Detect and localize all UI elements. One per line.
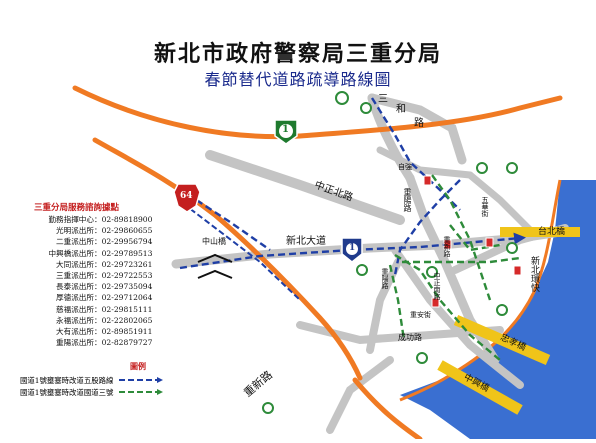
road-zhengyi-north [205,150,405,225]
legend-swatch-green [119,389,164,395]
label-chenggong: 成功路 [398,333,422,342]
shield-national-1-mid-number: 1 [349,243,356,253]
route-64 [92,137,363,381]
label-wuhua: 五華街 [481,196,489,217]
station-phone: 02-29712064 [101,293,153,303]
station-phone: 02-29860655 [101,226,153,236]
service-point-row: 永福派出所：02-22802065 [20,315,152,326]
station-phone: 02-89851911 [101,327,153,337]
label-chongxin-small: 重新路 [443,236,451,257]
station-name: 勤務指揮中心 [48,215,94,224]
service-point-row: 大有派出所：02-89851911 [20,326,152,337]
label-sanhe-1: 三 [378,94,388,105]
bridges [437,227,580,415]
station-name: 光明派出所 [56,226,94,236]
zhongshan-bridge-marks [197,253,233,279]
station-phone: 02-29722553 [101,271,153,281]
service-point-row: 光明派出所：02-29860655 [20,225,152,236]
legend-label: 國道1號壅塞時改道國道三號 [20,387,114,397]
road-diag-b [366,258,402,354]
label-chongyang-lower: 重陽路 [381,268,389,289]
label-sanhe-3: 路 [414,118,424,129]
page-subtitle: 春節替代道路疏導路線圖 [204,70,392,89]
road-ring [367,93,467,165]
label-taipei-bridge: 台北橋 [538,227,566,237]
river [400,180,596,439]
station-phone: 02-82879727 [101,338,153,348]
road-zizhen [376,146,474,179]
station-name: 長泰派出所 [56,282,94,292]
bridge-zhongxing [437,360,523,415]
highways [72,85,563,442]
shield-national-1-mid [341,237,363,263]
road-chongxin-low [326,356,394,434]
service-point-row: 二重派出所：02-29956794 [20,236,152,247]
police-station-icon [423,175,522,308]
service-point-row: 厚德派出所：02-29712064 [20,292,152,303]
legend-heading: 圖例 [130,361,146,371]
shield-national-1-top [274,119,298,145]
station-phone: 02-29956794 [101,237,153,247]
label-sanhe-2: 和 [396,104,406,115]
label-xinbei-blvd: 新北大道 [286,236,326,247]
shield-national-1-top-number: 1 [282,124,289,135]
shield-route-64 [173,183,201,213]
station-phone: 02-29735094 [101,282,153,292]
label-zhongzheng-south: 中正南路 [433,272,441,300]
legend-label: 國道1號壅塞時改道五股路線 [20,375,114,385]
service-point-row: 重陽派出所：02-82879727 [20,337,152,348]
label-zizhen: 自強 [398,163,412,171]
legend-row-blue: 國道1號壅塞時改道五股路線 [20,374,165,386]
service-point-row: 慈福派出所：02-29815111 [20,304,152,315]
service-point-row: 中興橋派出所：02-29789513 [20,248,152,259]
label-zhongshan-bridge: 中山橋 [202,237,226,246]
station-phone: 02-29789513 [101,248,153,258]
service-points-heading: 三重分局服務諮詢據點 [34,203,120,213]
chongxin-road [352,377,423,442]
legend-swatch-blue [119,377,164,383]
service-point-row: 長泰派出所：02-29735094 [20,281,152,292]
station-phone: 02-22802065 [101,315,153,325]
label-xinbei-huanbin: 新北環快 [529,256,539,292]
station-phone: 02-89818900 [101,215,153,224]
station-name: 大有派出所 [56,327,94,337]
page-title: 新北市政府警察局三重分局 [153,41,442,67]
station-phone: 02-29815111 [101,304,153,314]
road-east [466,171,534,234]
station-name: 三重派出所 [56,271,94,281]
station-name: 中興橋派出所 [48,248,94,258]
national-1 [72,85,563,140]
service-points-panel: 三重分局服務諮詢據點 勤務指揮中心：02-89818900 光明派出所：02-2… [20,201,152,348]
shield-route-64-number: 64 [180,191,193,201]
station-name: 慈福派出所 [56,304,94,314]
bridge-zhongxiao [453,314,551,366]
map-legend: 圖例 國道1號壅塞時改道五股路線 國道1號壅塞時改道國道三號 [20,361,165,398]
label-chongyang: 重陽路 [403,188,412,212]
road-diag-a [391,246,524,389]
police-badge-icon [262,91,518,414]
legend-row-green: 國道1號壅塞時改道國道三號 [20,386,165,398]
service-point-row: 三重派出所：02-29722553 [20,270,152,281]
station-name: 厚德派出所 [56,293,94,303]
service-point-row: 勤務指揮中心：02-89818900 [20,214,152,225]
green-route [388,174,521,361]
station-name: 重陽派出所 [56,338,94,348]
station-name: 永福派出所 [56,315,94,325]
label-chongan: 重安街 [410,311,431,319]
station-name: 二重派出所 [56,237,94,247]
station-name: 大同派出所 [56,259,94,269]
station-phone: 02-29723261 [101,259,153,269]
road-sanhe [367,93,415,183]
service-point-row: 大同派出所：02-29723261 [20,259,152,270]
